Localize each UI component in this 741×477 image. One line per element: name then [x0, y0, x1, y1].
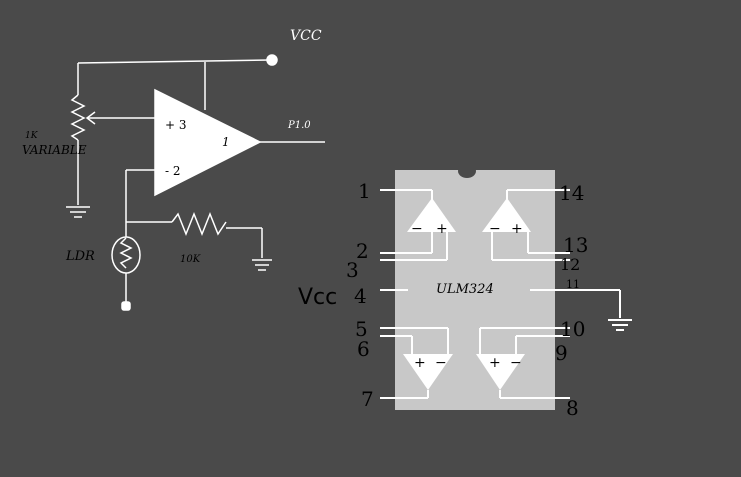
pin-13-label: 13 — [563, 233, 588, 257]
pin-7-label: 7 — [361, 387, 374, 411]
opamp-minus-label: - 2 — [165, 164, 181, 178]
pin-12-label: 12 — [560, 255, 580, 274]
amp3-plus-sign: + — [414, 355, 426, 371]
amp2-plus-sign: + — [511, 221, 523, 237]
chip-notch — [458, 164, 476, 178]
chip-opamp-1-icon — [407, 198, 456, 232]
ldr-icon — [111, 236, 141, 274]
vcc-rail-wire — [77, 59, 271, 64]
pot-ground-icon — [66, 206, 90, 218]
amp3-minus-sign: − — [435, 355, 447, 371]
chip-opamp-4-icon — [476, 354, 525, 390]
pin-1-label: 1 — [358, 179, 371, 203]
pin-4-label: 4 — [354, 284, 367, 308]
amp1-minus-sign: − — [411, 221, 423, 237]
opamp-output-pin-label: 1 — [222, 135, 230, 149]
pin-6-label: 6 — [357, 337, 370, 361]
opamp-plus-label: + 3 — [165, 118, 187, 132]
amp2-minus-sign: − — [489, 221, 501, 237]
ldr-label: LDR — [65, 249, 95, 264]
chip-wiring — [380, 189, 621, 399]
resistor-label: 10K — [180, 254, 201, 265]
chip-name-label: ULM324 — [436, 282, 494, 297]
pin-11-label: 11 — [566, 278, 580, 291]
pot-name-label: VARIABLE — [22, 143, 87, 157]
chip-opamp-2-icon — [482, 198, 531, 232]
vcc-terminal-icon — [266, 54, 278, 66]
pin-3-label: 3 — [346, 258, 359, 282]
pin-2-label: 2 — [356, 239, 369, 263]
pot-value-label: 1K — [25, 131, 39, 141]
vcc-label: VCC — [290, 28, 322, 44]
chip-ground-icon — [608, 319, 632, 331]
pin-10-label: 10 — [560, 317, 585, 341]
pot-wiper-arrow-icon — [85, 111, 96, 125]
potentiometer-icon — [70, 94, 86, 141]
amp4-plus-sign: + — [489, 355, 501, 371]
pin-14-label: 14 — [559, 181, 584, 205]
resistor-icon — [171, 211, 227, 237]
chip-opamp-3-icon — [403, 354, 453, 390]
pin-5-label: 5 — [355, 317, 368, 341]
ldr-terminal-icon — [121, 301, 131, 311]
output-label: P1.0 — [287, 120, 311, 131]
pin-8-label: 8 — [566, 396, 579, 420]
opamp-circuit — [66, 54, 325, 311]
pin-9-label: 9 — [555, 341, 568, 365]
amp1-plus-sign: + — [436, 221, 448, 237]
opamp-icon — [154, 88, 262, 197]
amp4-minus-sign: − — [510, 355, 522, 371]
resistor-ground-icon — [252, 259, 272, 271]
chip-vcc-label: Vcc — [298, 285, 337, 310]
